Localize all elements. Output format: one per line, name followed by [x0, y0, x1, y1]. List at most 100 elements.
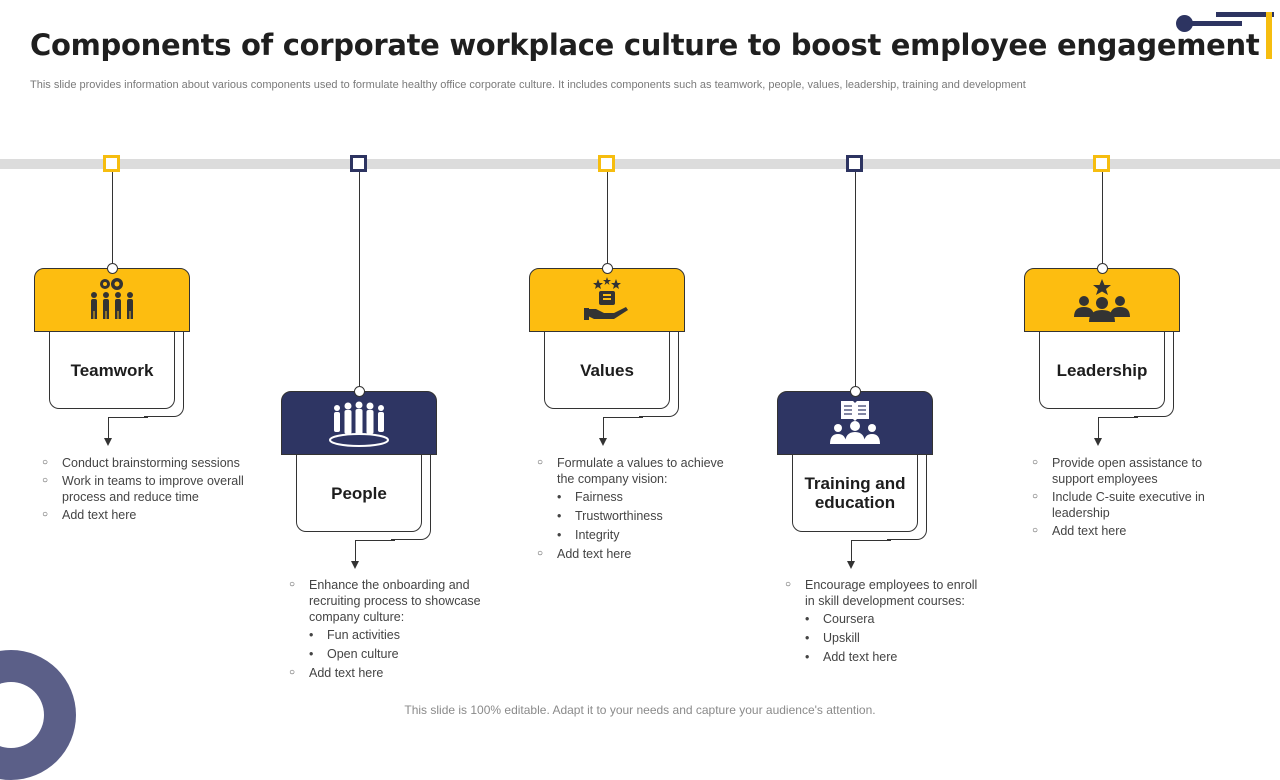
bullet-marker: ○	[42, 475, 49, 486]
component-header	[1024, 268, 1180, 332]
component-label: Training and education	[792, 455, 918, 532]
connector-line	[607, 172, 608, 268]
rail-marker	[846, 155, 863, 172]
leadership-star-icon	[1071, 277, 1133, 323]
component-label: Teamwork	[49, 332, 175, 409]
connector-line	[1102, 172, 1103, 268]
component-description: ○Encourage employees to enroll in skill …	[783, 577, 988, 668]
connector-knob	[850, 386, 861, 397]
sub-list-item: • Fun activities	[287, 627, 492, 643]
sub-list-item: • Add text here	[783, 649, 988, 665]
bullet-marker: ○	[1032, 457, 1039, 468]
pointer-line	[1098, 417, 1099, 439]
pointer-line	[603, 417, 604, 439]
pointer-arrow	[1094, 438, 1102, 446]
label-tail	[1134, 332, 1174, 417]
bullet-marker: ○	[289, 667, 296, 678]
decor-yellow-bar	[1266, 12, 1272, 59]
list-item: ○ Provide open assistance to support empl…	[1030, 455, 1235, 487]
list-item: ○Enhance the onboarding and recruiting p…	[287, 577, 492, 625]
training-book-icon	[828, 398, 882, 448]
bullet-marker: •	[557, 528, 562, 542]
connector-line	[855, 172, 856, 391]
sub-list-item-text: Coursera	[823, 612, 875, 626]
component-label: Leadership	[1039, 332, 1165, 409]
bullet-marker: •	[309, 628, 314, 642]
list-item: ○ Include C-suite executive in leadership	[1030, 489, 1235, 521]
footer-note: This slide is 100% editable. Adapt it to…	[404, 703, 876, 717]
hand-values-icon	[582, 275, 632, 325]
component-label: People	[296, 455, 422, 532]
sub-list-item: • Trustworthiness	[535, 508, 740, 524]
sub-list-item-text: Add text here	[823, 650, 898, 664]
sub-list-item: • Fairness	[535, 489, 740, 505]
decor-dot	[1176, 15, 1193, 32]
connector-knob	[1097, 263, 1108, 274]
sub-list-item-text: Open culture	[327, 647, 399, 661]
pointer-line	[603, 417, 643, 418]
pointer-arrow	[847, 561, 855, 569]
pointer-line	[108, 417, 148, 418]
list-item-text: Conduct brainstorming sessions	[62, 456, 240, 470]
list-item: ○ Add text here	[1030, 523, 1235, 539]
pointer-line	[355, 540, 395, 541]
bullet-marker: ○	[1032, 525, 1039, 536]
page-subtitle: This slide provides information about va…	[30, 79, 1026, 91]
list-item: ○Conduct brainstorming sessions	[40, 455, 245, 471]
rail-marker	[103, 155, 120, 172]
pointer-line	[355, 540, 356, 562]
list-item-text: Formulate a values to achieve the compan…	[557, 456, 724, 486]
bullet-marker: ○	[537, 457, 544, 468]
sub-list-item: • Coursera	[783, 611, 988, 627]
bullet-marker: •	[309, 647, 314, 661]
timeline-rail	[0, 159, 1280, 169]
sub-list-item-text: Fairness	[575, 490, 623, 504]
component-description: ○ Provide open assistance to support empl…	[1030, 455, 1235, 541]
list-item-text: Add text here	[1052, 524, 1127, 538]
connector-knob	[602, 263, 613, 274]
rail-marker	[1093, 155, 1110, 172]
connector-knob	[107, 263, 118, 274]
list-item-text: Encourage employees to enroll in skill d…	[805, 578, 978, 608]
sub-list-item-text: Trustworthiness	[575, 509, 663, 523]
bullet-marker: •	[557, 509, 562, 523]
list-item: ○Encourage employees to enroll in skill …	[783, 577, 988, 609]
bullet-marker: ○	[537, 548, 544, 559]
bullet-marker: •	[805, 612, 810, 626]
pointer-line	[851, 540, 891, 541]
list-item-text: Add text here	[557, 547, 632, 561]
component-description: ○ Enhance the onboarding and recruiting p…	[287, 577, 492, 683]
list-item-text: Provide open assistance to support emplo…	[1052, 456, 1203, 486]
connector-line	[112, 172, 113, 268]
list-item-text: Enhance the onboarding and recruiting pr…	[309, 578, 481, 624]
bullet-marker: •	[805, 631, 810, 645]
component-description: ○Conduct brainstorming sessions ○ Work in …	[40, 455, 245, 525]
bullet-marker: ○	[1032, 491, 1039, 502]
pointer-line	[108, 417, 109, 439]
bullet-marker: •	[557, 490, 562, 504]
component-label: Values	[544, 332, 670, 409]
sub-list-item: • Upskill	[783, 630, 988, 646]
component-header	[34, 268, 190, 332]
list-item: ○Add text here	[40, 507, 245, 523]
page-title: Components of corporate workplace cultur…	[30, 28, 1260, 62]
list-item-text: Include C-suite executive in leadership	[1052, 490, 1205, 520]
connector-knob	[354, 386, 365, 397]
component-header	[777, 391, 933, 455]
list-item: ○ Work in teams to improve overall proces…	[40, 473, 245, 505]
list-item-text: Work in teams to improve overall process…	[62, 474, 244, 504]
component-description: ○ Formulate a values to achieve the compa…	[535, 455, 740, 564]
rail-marker	[598, 155, 615, 172]
bullet-marker: •	[805, 650, 810, 664]
label-tail	[391, 455, 431, 540]
label-tail	[144, 332, 184, 417]
list-item: ○ Add text here	[287, 665, 492, 681]
sub-list-item-text: Upskill	[823, 631, 860, 645]
sub-list-item-text: Fun activities	[327, 628, 400, 642]
list-item-text: Add text here	[309, 666, 384, 680]
connector-line	[359, 172, 360, 391]
list-item-text: Add text here	[62, 508, 137, 522]
sub-list-item: • Open culture	[287, 646, 492, 662]
component-header	[281, 391, 437, 455]
list-item: ○ Formulate a values to achieve the compa…	[535, 455, 740, 487]
